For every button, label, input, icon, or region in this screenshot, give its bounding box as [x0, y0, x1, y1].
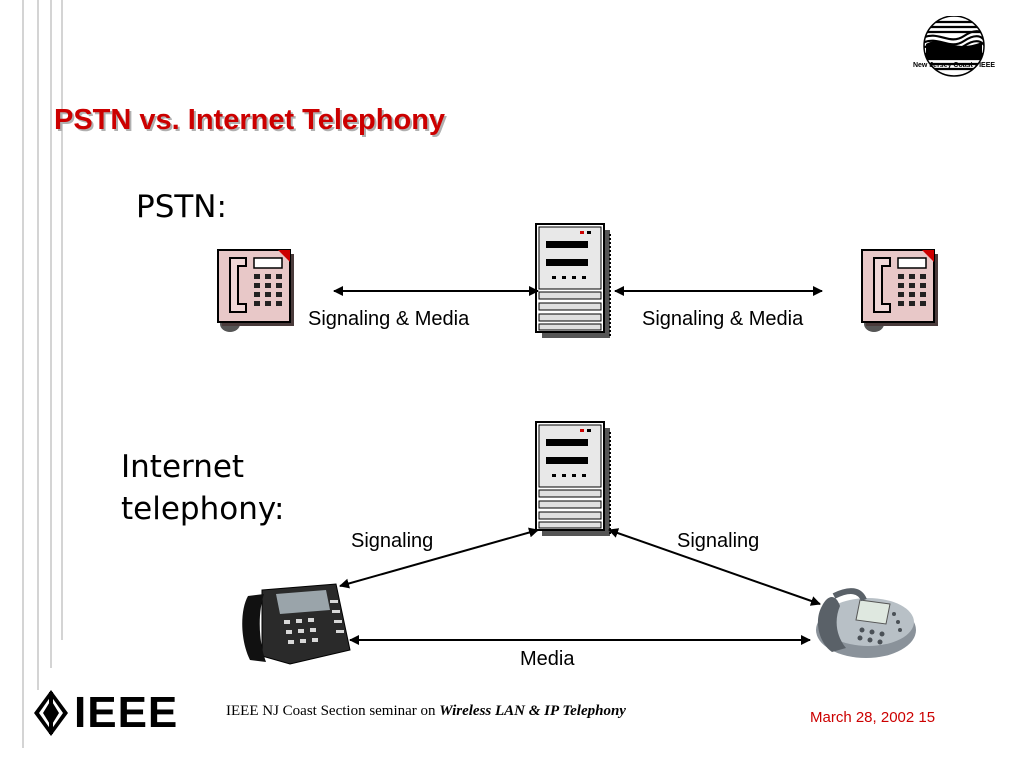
ieee-logo: IEEE: [32, 688, 178, 738]
internet-telephony-label-line1: Internet: [121, 449, 245, 485]
section-logo-icon: [923, 16, 985, 77]
footer-seminar: IEEE NJ Coast Section seminar on Wireles…: [226, 703, 626, 720]
internet-left-signaling-label: Signaling: [351, 530, 434, 552]
internet-right-signaling-label: Signaling: [677, 530, 760, 552]
pstn-label: PSTN:: [136, 189, 227, 225]
pstn-right-link-label: Signaling & Media: [642, 308, 804, 330]
internet-right-signaling-arrow: [608, 528, 821, 606]
internet-media-label: Media: [520, 648, 575, 670]
decorative-line: [61, 0, 63, 640]
section-logo-text: New Jersey Coast - IEEE: [912, 62, 996, 69]
internet-telephony-label-line2: telephony:: [121, 491, 285, 527]
ieee-diamond-icon: [34, 690, 68, 736]
footer-seminar-topic: Wireless LAN & IP Telephony: [439, 703, 626, 719]
decorative-line: [22, 0, 24, 748]
server-icon: [535, 223, 611, 339]
ip-phone-icon: [816, 588, 916, 658]
internet-left-signaling-arrow: [339, 527, 539, 589]
slide-title: PSTN vs. Internet Telephony: [54, 104, 446, 136]
ieee-logo-text: IEEE: [74, 688, 179, 737]
footer-date-page: March 28, 2002 15: [810, 709, 936, 726]
server-icon: [535, 421, 611, 537]
pstn-left-link-label: Signaling & Media: [308, 308, 470, 330]
ip-phone-icon: [242, 583, 351, 665]
footer-seminar-prefix: IEEE NJ Coast Section seminar on: [226, 703, 440, 719]
decorative-line: [37, 0, 39, 690]
telephone-icon: [861, 249, 939, 333]
decorative-line: [50, 0, 52, 668]
telephone-icon: [217, 249, 295, 333]
